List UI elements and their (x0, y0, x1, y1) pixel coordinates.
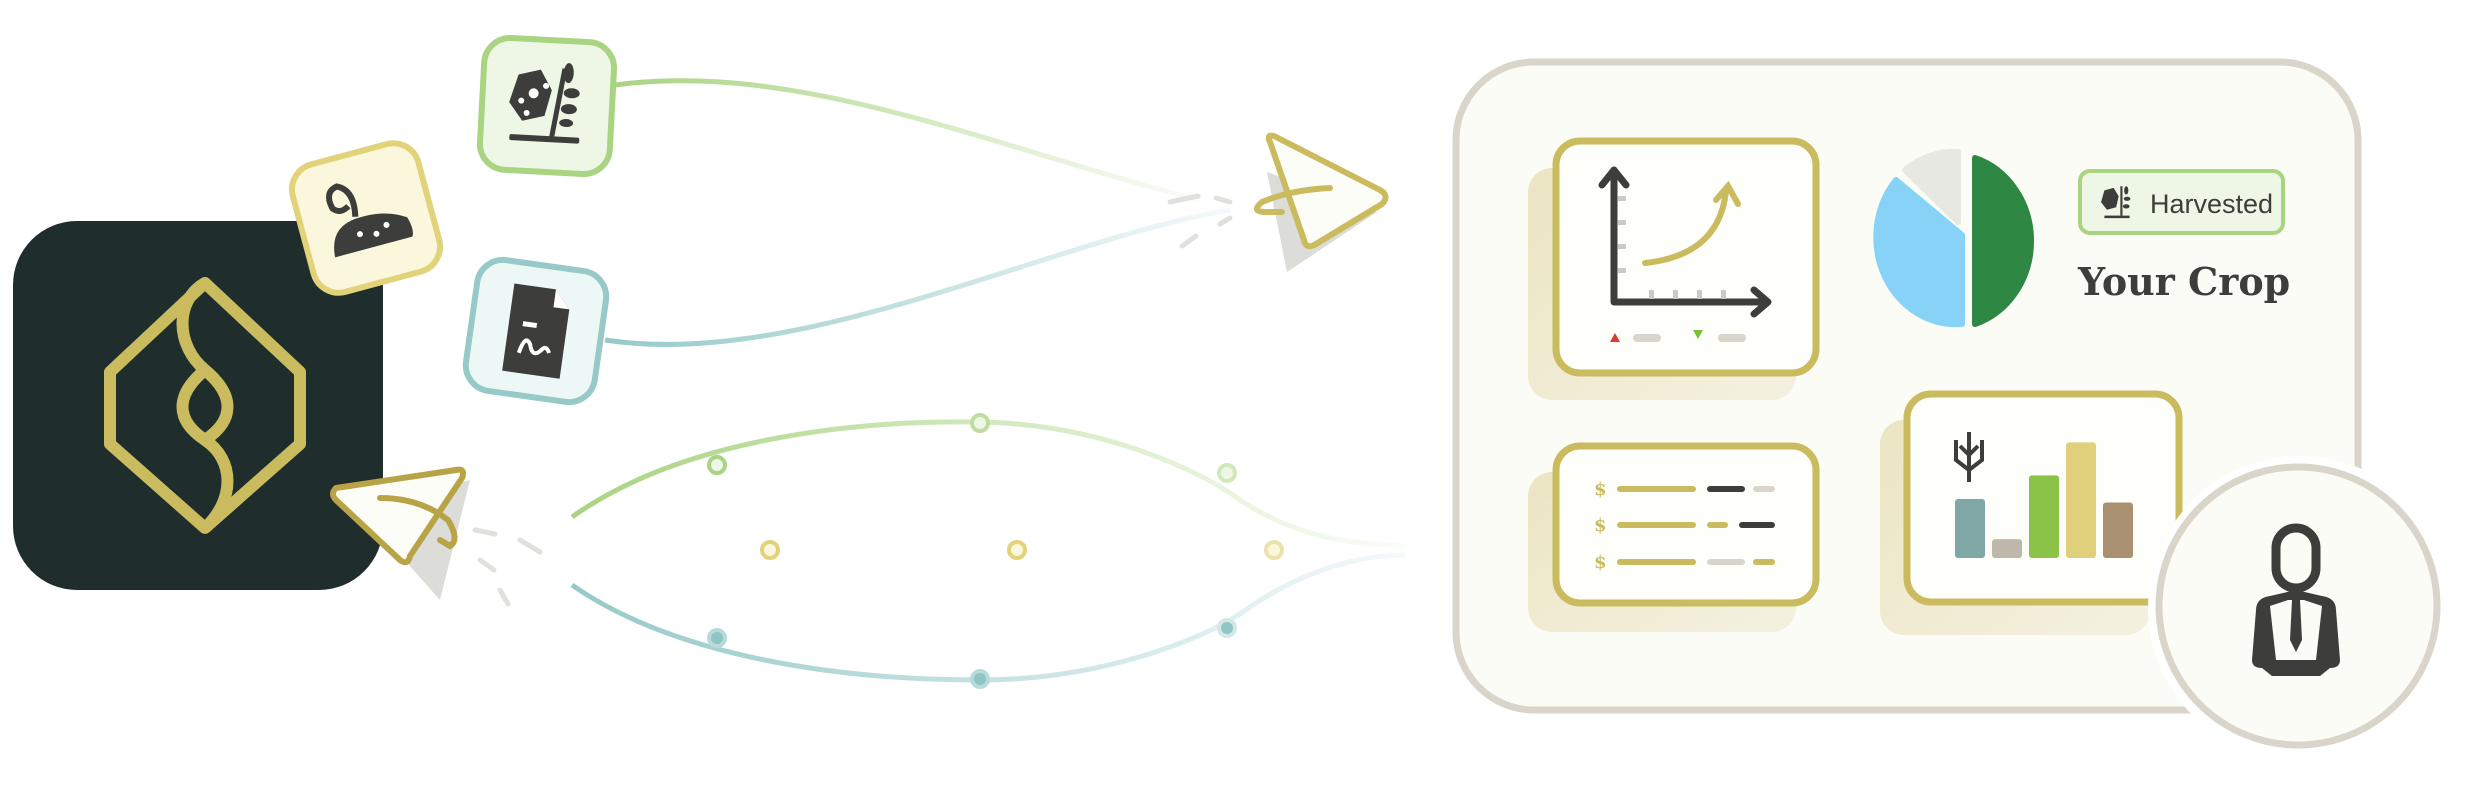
green-connector (614, 78, 1201, 203)
paper-plane-icon (330, 466, 543, 607)
signed-document-icon (502, 283, 570, 379)
sprout-card (288, 140, 444, 296)
pie-slice-blue (1873, 177, 1965, 328)
bar-series (1955, 442, 2133, 558)
harvested-badge: Harvested (2078, 169, 2285, 235)
document-card (462, 256, 610, 406)
bar (2066, 442, 2096, 558)
pie-slice-green (1972, 155, 2034, 327)
wheat-icon (1954, 432, 1984, 482)
currency-symbol: $ (1594, 515, 1607, 536)
down-indicator-icon (1610, 333, 1620, 342)
outgoing-connectors (570, 413, 1406, 689)
up-indicator-icon (1693, 330, 1703, 339)
bar (2103, 502, 2133, 558)
growth-chart-card (1528, 137, 1820, 400)
teal-nodes (707, 618, 1237, 689)
bar-chart-card (1880, 390, 2183, 635)
badge-label: Harvested (2150, 189, 2273, 219)
ledger-card: $ $ $ (1528, 442, 1820, 632)
incoming-connectors (430, 78, 1233, 347)
green-nodes (707, 413, 1237, 483)
paper-plane-icon (1253, 132, 1389, 272)
seed-plant-icon (509, 63, 580, 144)
crop-title: Your Crop (2077, 259, 2290, 304)
motion-dashes (1167, 193, 1233, 249)
sprout-soil-icon (326, 183, 413, 258)
app-logo (13, 221, 383, 590)
yellow-nodes (760, 540, 1284, 560)
currency-symbol: $ (1594, 552, 1607, 573)
seed-card (476, 35, 618, 177)
growth-chart-icon (1598, 166, 1772, 342)
dashboard-panel: Harvested Your Crop $ $ $ (1452, 58, 2452, 760)
bar (2029, 475, 2059, 558)
crop-pie-chart (1873, 148, 2034, 328)
hex-logo-icon (104, 277, 306, 534)
currency-symbol: $ (1594, 479, 1607, 500)
bar (1992, 539, 2022, 558)
seed-plant-icon (2101, 186, 2131, 219)
teal-connector (604, 207, 1231, 347)
pie-slice-gray (1902, 148, 1961, 225)
user-tie-icon (2252, 523, 2340, 676)
user-avatar (2148, 456, 2452, 760)
bar (1955, 499, 1985, 558)
